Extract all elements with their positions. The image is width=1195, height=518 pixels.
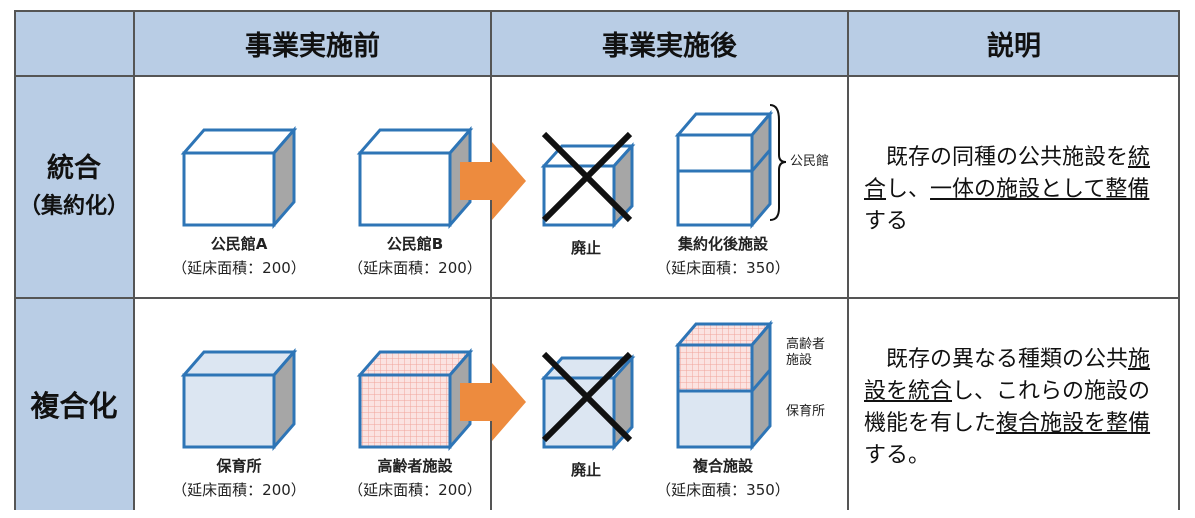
desc-text: し、これらの施設の機能を有した xyxy=(864,379,1151,436)
table-border-left xyxy=(14,10,16,510)
desc-text: する xyxy=(864,209,909,234)
table-border-right xyxy=(1178,10,1180,510)
bracket-label: 公民館 xyxy=(790,154,830,169)
upper-floor-label-line: 施設 xyxy=(786,353,813,368)
facility-name: 公民館B xyxy=(386,235,444,253)
comparison-table: 事業実施前 事業実施後 説明 統合 （集約化） 複合化 xyxy=(14,10,1180,510)
explanation-text: 既存の異なる種類の公共施設を統合し、これらの施設の機能を有した複合施設を整備する… xyxy=(864,344,1164,472)
facility-name: 高齢者施設 xyxy=(377,457,453,475)
cube-icon xyxy=(540,142,636,229)
facility-label: 集約化後施設 （延床面積：350） xyxy=(656,232,790,280)
cross-icon xyxy=(541,131,633,223)
table-border-top xyxy=(14,10,1180,12)
table-divider xyxy=(14,75,1180,77)
facility-label: 複合施設 （延床面積：350） xyxy=(656,454,790,502)
cube-icon xyxy=(356,347,474,452)
table-divider xyxy=(14,297,1180,299)
facility-area: （延床面積：200） xyxy=(172,481,306,499)
cube-icon xyxy=(180,347,298,452)
desc-underlined: 統合 xyxy=(864,145,1151,202)
facility-label: 公民館A （延床面積：200） xyxy=(172,232,306,280)
desc-underlined: を整備 xyxy=(1084,411,1151,436)
desc-text: する。 xyxy=(864,443,931,468)
arrow-right-icon xyxy=(460,142,526,220)
abolished-label: 廃止 xyxy=(570,239,602,257)
upper-floor-label-line: 高齢者 xyxy=(786,337,826,352)
corner-cell xyxy=(14,10,134,76)
table-divider xyxy=(490,10,492,510)
row-header-integration: 統合 （集約化） xyxy=(14,76,134,298)
row-title: 複合化 xyxy=(30,389,118,423)
cube-icon xyxy=(356,125,474,230)
facility-area: （延床面積：200） xyxy=(348,481,482,499)
header-explanation: 説明 xyxy=(848,10,1180,76)
facility-area: （延床面積：350） xyxy=(656,481,790,499)
cube-icon xyxy=(180,125,298,230)
facility-name: 集約化後施設 xyxy=(677,235,769,253)
facility-label: 高齢者施設 （延床面積：200） xyxy=(348,454,482,502)
desc-underlined: 施設を統合 xyxy=(864,347,1151,404)
facility-name: 公民館A xyxy=(210,235,268,253)
header-after: 事業実施後 xyxy=(491,10,848,76)
facility-label: 保育所 （延床面積：200） xyxy=(172,454,306,502)
arrow-right-icon xyxy=(460,363,526,441)
desc-underlined: 一体の施設として xyxy=(930,177,1106,202)
row-header-complex: 複合化 xyxy=(14,298,134,510)
desc-text: 既存の異なる種類の公共 xyxy=(886,347,1129,372)
facility-name: 複合施設 xyxy=(692,457,754,475)
header-before: 事業実施前 xyxy=(134,10,491,76)
abolished-label: 廃止 xyxy=(570,461,602,479)
row-title: 統合 xyxy=(47,153,101,184)
desc-underlined: 整備 xyxy=(1105,177,1150,202)
facility-area: （延床面積：200） xyxy=(348,259,482,277)
desc-text: し、 xyxy=(886,177,931,202)
desc-underlined: 複合施設 xyxy=(996,411,1085,436)
lower-floor-label: 保育所 xyxy=(786,404,826,419)
cube-icon xyxy=(674,319,774,452)
row-subtitle: （集約化） xyxy=(18,194,129,219)
facility-area: （延床面積：350） xyxy=(656,259,790,277)
facility-label: 公民館B （延床面積：200） xyxy=(348,232,482,280)
cross-icon xyxy=(541,351,633,443)
table-divider xyxy=(133,10,135,510)
table-divider xyxy=(847,10,849,510)
bracket-icon xyxy=(769,104,787,221)
diagram-graphics xyxy=(180,104,787,452)
desc-text: 既存の同種の公共施設を xyxy=(886,145,1129,170)
explanation-text: 既存の同種の公共施設を統合し、一体の施設として整備する xyxy=(864,142,1164,238)
facility-name: 保育所 xyxy=(216,457,262,475)
cube-icon xyxy=(674,109,774,230)
facility-area: （延床面積：200） xyxy=(172,259,306,277)
upper-floor-label: 高齢者 施設 xyxy=(786,337,825,369)
